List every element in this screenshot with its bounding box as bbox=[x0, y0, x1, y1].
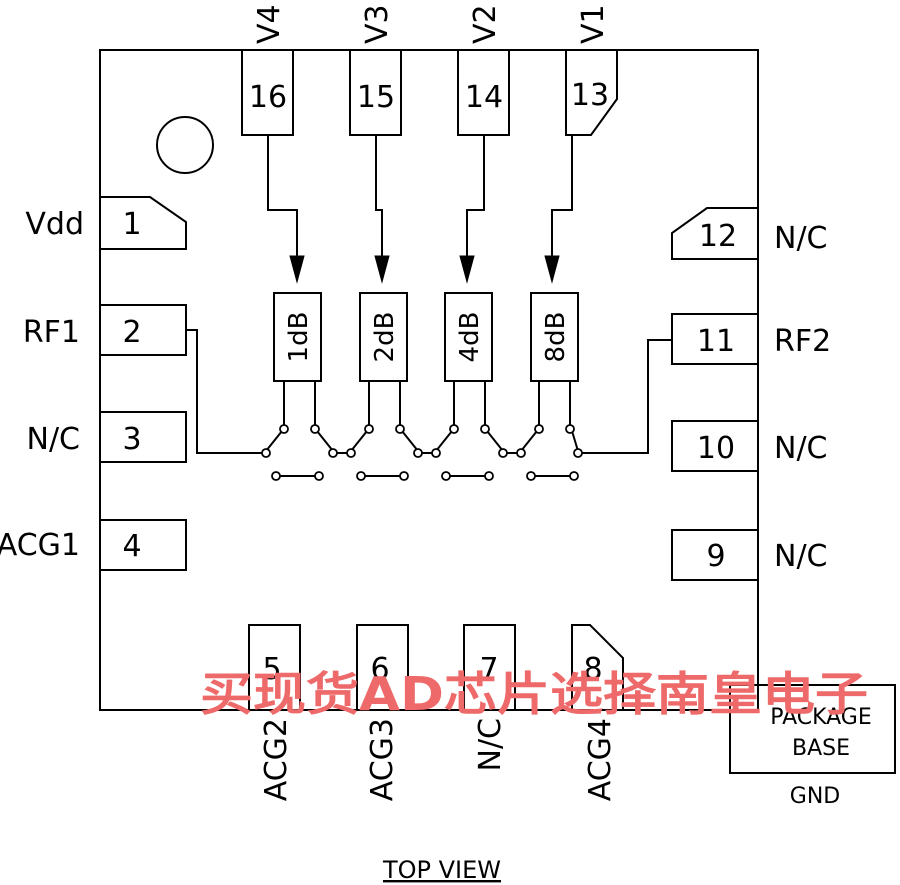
arrow-icon bbox=[374, 255, 390, 284]
pin-7-label: N/C bbox=[473, 718, 508, 772]
attenuator-8db-label: 8dB bbox=[541, 312, 571, 363]
pin-1-number: 1 bbox=[122, 207, 141, 242]
pin-4-label: ACG1 bbox=[0, 528, 80, 563]
attenuator-4db: 4dB bbox=[444, 292, 493, 382]
pin-9-label: N/C bbox=[774, 539, 828, 574]
pin-2-label: RF1 bbox=[23, 315, 80, 350]
attenuator-4db-label: 4dB bbox=[455, 312, 485, 363]
switch-stage-2 bbox=[346, 381, 423, 481]
pin-2-pad bbox=[99, 304, 187, 356]
view-label: TOP VIEW bbox=[382, 856, 501, 884]
pin-1-pad bbox=[99, 196, 187, 250]
pin-7-number: 7 bbox=[479, 652, 498, 687]
pin-16: 16 V4 bbox=[241, 4, 294, 136]
package-base: PACKAGE BASE GND bbox=[729, 684, 896, 809]
pin-11: 11 RF2 bbox=[671, 313, 831, 365]
pin-10: 10 N/C bbox=[671, 420, 828, 472]
pin-12-pad bbox=[671, 207, 759, 260]
pin-6-label: ACG3 bbox=[365, 718, 400, 801]
package-base-line2: BASE bbox=[792, 736, 850, 761]
pin-3-pad bbox=[99, 411, 187, 463]
switch-stage-1 bbox=[261, 381, 338, 481]
attenuator-1db: 1dB bbox=[273, 292, 322, 382]
pin-13-number: 13 bbox=[571, 78, 609, 113]
control-line-v3 bbox=[374, 135, 390, 284]
attenuator-8db: 8dB bbox=[530, 292, 579, 382]
pin-5-label: ACG2 bbox=[259, 718, 294, 801]
pin-4-pad bbox=[99, 519, 187, 571]
switch-stage-4 bbox=[516, 381, 583, 481]
pin-7: 7 N/C bbox=[463, 624, 516, 772]
pin-7-pad bbox=[463, 624, 516, 711]
pin-15-number: 15 bbox=[357, 80, 395, 115]
pin-10-pad bbox=[671, 420, 759, 472]
pin-12: 12 N/C bbox=[671, 207, 828, 260]
switch-stage-3 bbox=[431, 381, 508, 481]
pin-1-label: Vdd bbox=[25, 207, 84, 242]
arrow-icon bbox=[544, 255, 560, 284]
package-base-line1: PACKAGE bbox=[770, 705, 872, 730]
pin-6-pad bbox=[356, 624, 409, 711]
pin1-index-dot bbox=[156, 116, 214, 174]
control-line-v2 bbox=[459, 135, 485, 284]
package-base-gnd-label: GND bbox=[790, 784, 840, 809]
pin-8-label: ACG4 bbox=[583, 718, 618, 801]
pin-11-number: 11 bbox=[697, 324, 735, 359]
pin-13: 13 V1 bbox=[565, 4, 618, 136]
pin-13-pad bbox=[565, 49, 618, 136]
package-outline bbox=[99, 49, 759, 711]
pin-6: 6 ACG3 bbox=[356, 624, 409, 801]
arrow-icon bbox=[459, 255, 475, 284]
pin-14: 14 V2 bbox=[457, 4, 510, 136]
pin-8-pad bbox=[571, 624, 624, 711]
pin-10-label: N/C bbox=[774, 431, 828, 466]
package-base-box bbox=[729, 684, 896, 774]
pin-10-number: 10 bbox=[697, 431, 735, 466]
pin-3-number: 3 bbox=[122, 422, 141, 457]
pin-11-label: RF2 bbox=[774, 324, 831, 359]
pin-16-number: 16 bbox=[249, 80, 287, 115]
pin-13-label: V1 bbox=[576, 4, 611, 44]
pin-9-number: 9 bbox=[706, 539, 725, 574]
pin-14-number: 14 bbox=[465, 80, 503, 115]
control-line-v1 bbox=[544, 135, 573, 284]
pin-5-number: 5 bbox=[262, 652, 281, 687]
pin-16-label: V4 bbox=[252, 4, 287, 44]
pin-4: 4 ACG1 bbox=[0, 519, 187, 571]
attenuator-1db-label: 1dB bbox=[284, 312, 314, 363]
pin-9-pad bbox=[671, 529, 759, 581]
control-line-v4 bbox=[267, 135, 305, 284]
rf1-trace bbox=[186, 329, 263, 454]
pin-3-label: N/C bbox=[27, 422, 81, 457]
pin-14-label: V2 bbox=[468, 4, 503, 44]
pin-12-number: 12 bbox=[699, 219, 737, 254]
pin-12-label: N/C bbox=[774, 221, 828, 256]
watermark-text: 买现货AD芯片选择南皇电子 bbox=[200, 667, 868, 721]
rf2-trace bbox=[582, 339, 672, 454]
pin-8-number: 8 bbox=[583, 652, 602, 687]
pin-5-pad bbox=[248, 624, 301, 711]
pin-3: 3 N/C bbox=[27, 411, 187, 463]
attenuator-2db: 2dB bbox=[359, 292, 408, 382]
pin-15: 15 V3 bbox=[349, 4, 402, 136]
pin-6-number: 6 bbox=[370, 652, 389, 687]
pin-5: 5 ACG2 bbox=[248, 624, 301, 801]
pin-4-number: 4 bbox=[122, 529, 141, 564]
pin-1: 1 Vdd bbox=[25, 196, 187, 250]
pin-9: 9 N/C bbox=[671, 529, 828, 581]
attenuator-2db-label: 2dB bbox=[370, 312, 400, 363]
pin-15-label: V3 bbox=[360, 4, 395, 44]
pin-2-number: 2 bbox=[122, 315, 141, 350]
arrow-icon bbox=[289, 255, 305, 284]
pin-2: 2 RF1 bbox=[23, 304, 187, 356]
pin-8: 8 ACG4 bbox=[571, 624, 624, 801]
